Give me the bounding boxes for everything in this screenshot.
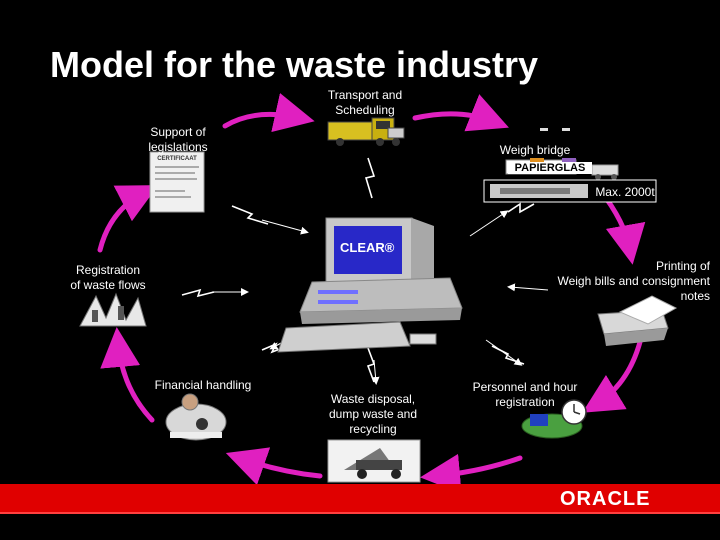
arrow-support-to-transport — [222, 93, 315, 133]
footer-bar — [0, 484, 720, 512]
label-financial: Financial handling — [154, 378, 252, 392]
papierglas-sign: PAPIERGLAS — [508, 162, 592, 174]
oracle-logo: ORACLE — [560, 488, 651, 510]
clock-icon — [521, 399, 587, 439]
dump-truck-icon — [327, 439, 421, 483]
label-personnel: Personnel and hour registration — [472, 380, 578, 409]
arrow-transport-to-weigh — [412, 94, 509, 132]
certificate-text: CERTIFICAAT — [157, 156, 197, 162]
arrow-personnel-to-disposal — [420, 453, 523, 494]
certificate-icon — [149, 151, 205, 213]
lightning-icon — [181, 288, 215, 298]
label-registration: Registration of waste flows — [70, 263, 146, 292]
arrow-printing-to-personnel — [582, 339, 643, 413]
slide-title: Model for the waste industry — [50, 44, 539, 85]
lightning-icon — [364, 157, 376, 199]
printer-icon — [597, 295, 678, 346]
computer-icon — [277, 217, 463, 353]
label-waste-disposal: Waste disposal, dump waste and recycling — [328, 392, 418, 436]
lightning-icon — [231, 205, 269, 225]
arrow-registration-to-support — [97, 185, 159, 253]
screen-clear-label: CLEAR® — [340, 240, 395, 255]
truck-icon — [327, 117, 405, 146]
label-support: Support of legislations — [148, 125, 208, 154]
label-weigh-bridge: Weigh bridge — [499, 143, 571, 157]
label-transport: Transport and Scheduling — [327, 88, 403, 117]
lightning-icon — [507, 202, 535, 214]
money-bag-icon — [165, 393, 227, 441]
arrow-disposal-to-financial — [225, 447, 323, 486]
waste-flow-icon — [79, 292, 147, 327]
label-printing: Printing of Weigh bills and consignment … — [557, 259, 710, 303]
label-max-weight: Max. 2000t — [595, 185, 655, 199]
arrow-financial-to-registration — [100, 327, 155, 423]
lightning-icon — [366, 347, 376, 383]
footer-divider — [0, 512, 720, 514]
